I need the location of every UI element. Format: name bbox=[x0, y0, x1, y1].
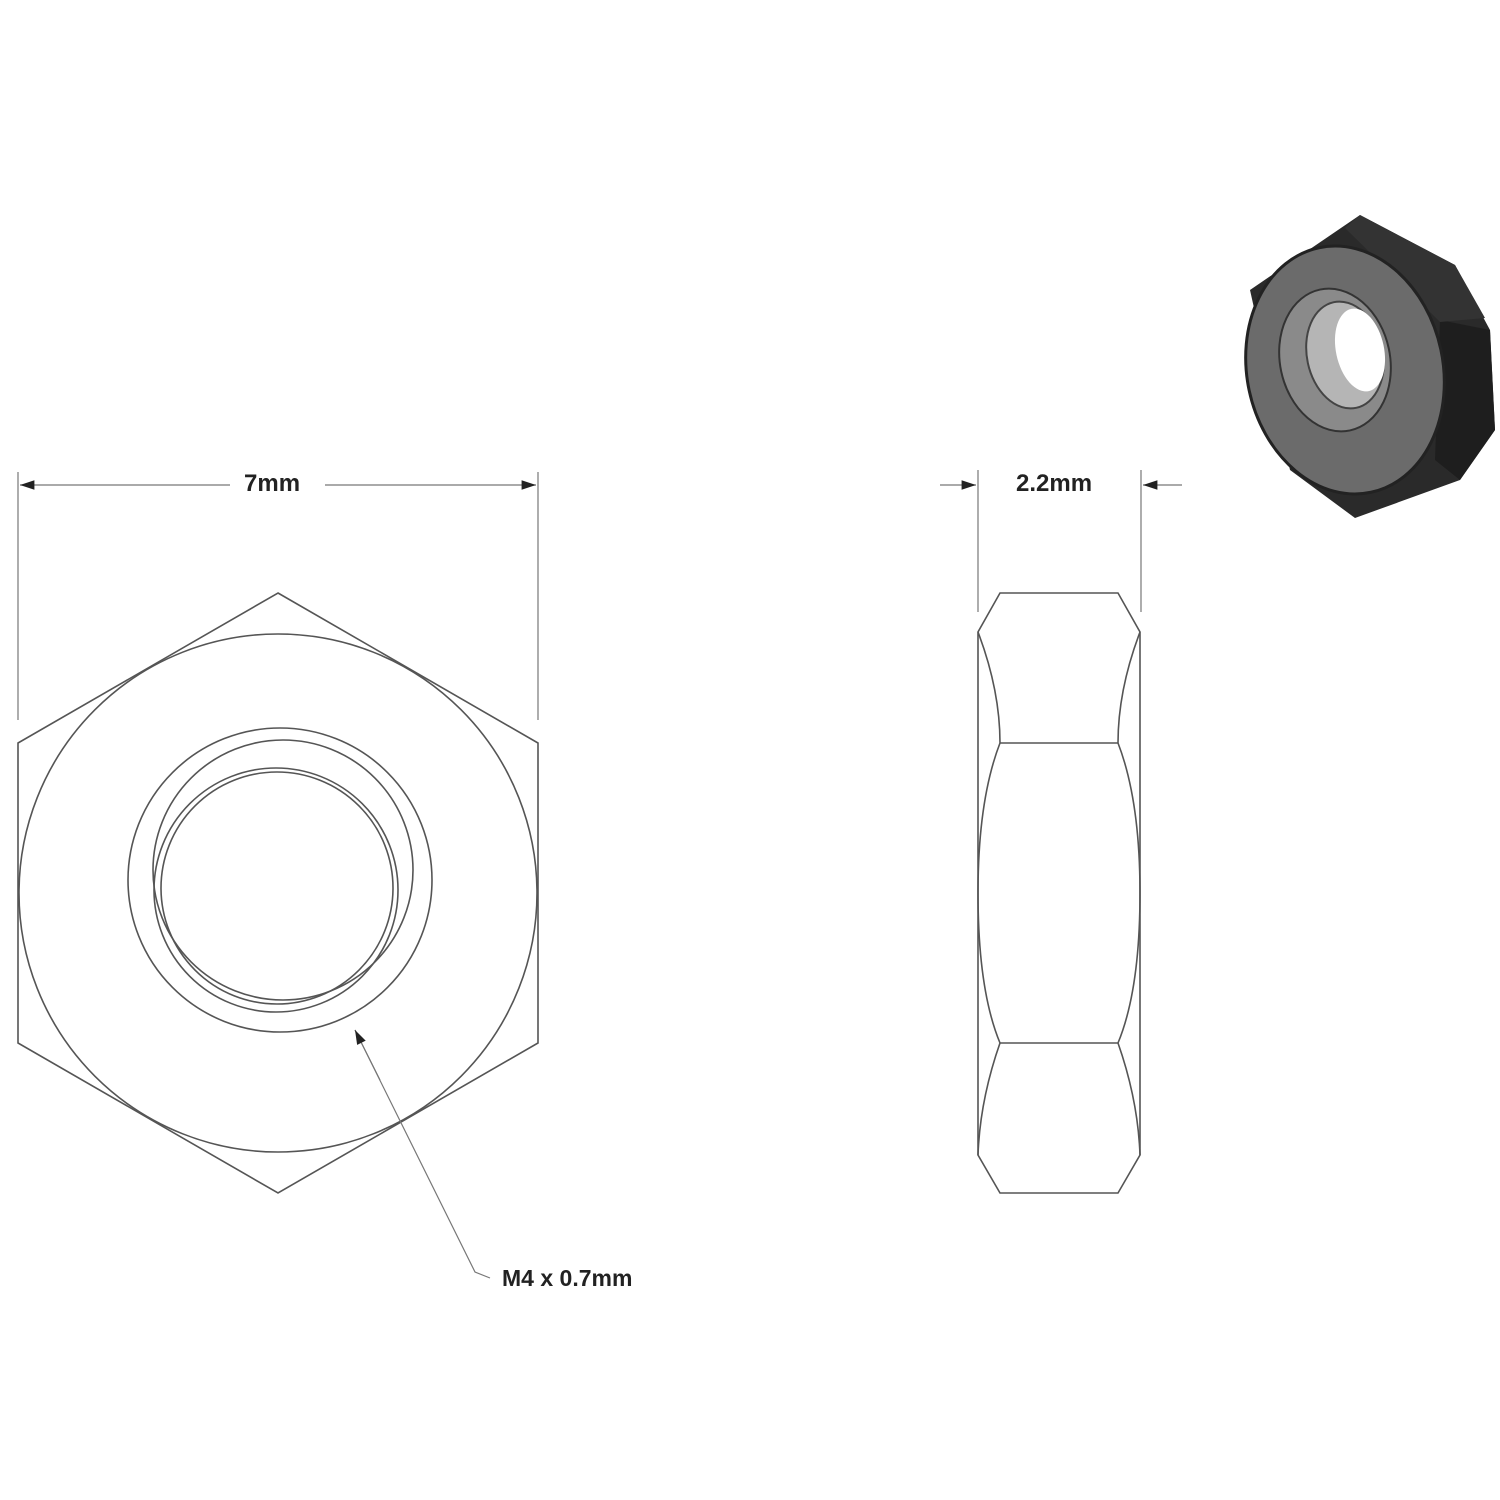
thickness-dimension-label: 2.2mm bbox=[1012, 470, 1097, 498]
thread-callout-label: M4 x 0.7mm bbox=[498, 1265, 637, 1292]
chamfer-circle bbox=[18, 633, 538, 1153]
front-view bbox=[17, 592, 539, 1194]
thread-inner-circle bbox=[160, 771, 394, 1005]
width-dimension bbox=[17, 472, 539, 720]
side-view bbox=[977, 592, 1141, 1194]
thickness-dimension bbox=[940, 470, 1182, 612]
thread-leader bbox=[354, 1029, 491, 1279]
hex-outline bbox=[17, 592, 539, 1194]
thread-mid-circle bbox=[152, 739, 414, 1001]
isometric-nut-render bbox=[1244, 215, 1495, 518]
width-dimension-label: 7mm bbox=[240, 470, 305, 498]
bore-circle bbox=[153, 767, 399, 1013]
thread-outer-circle bbox=[127, 727, 433, 1033]
